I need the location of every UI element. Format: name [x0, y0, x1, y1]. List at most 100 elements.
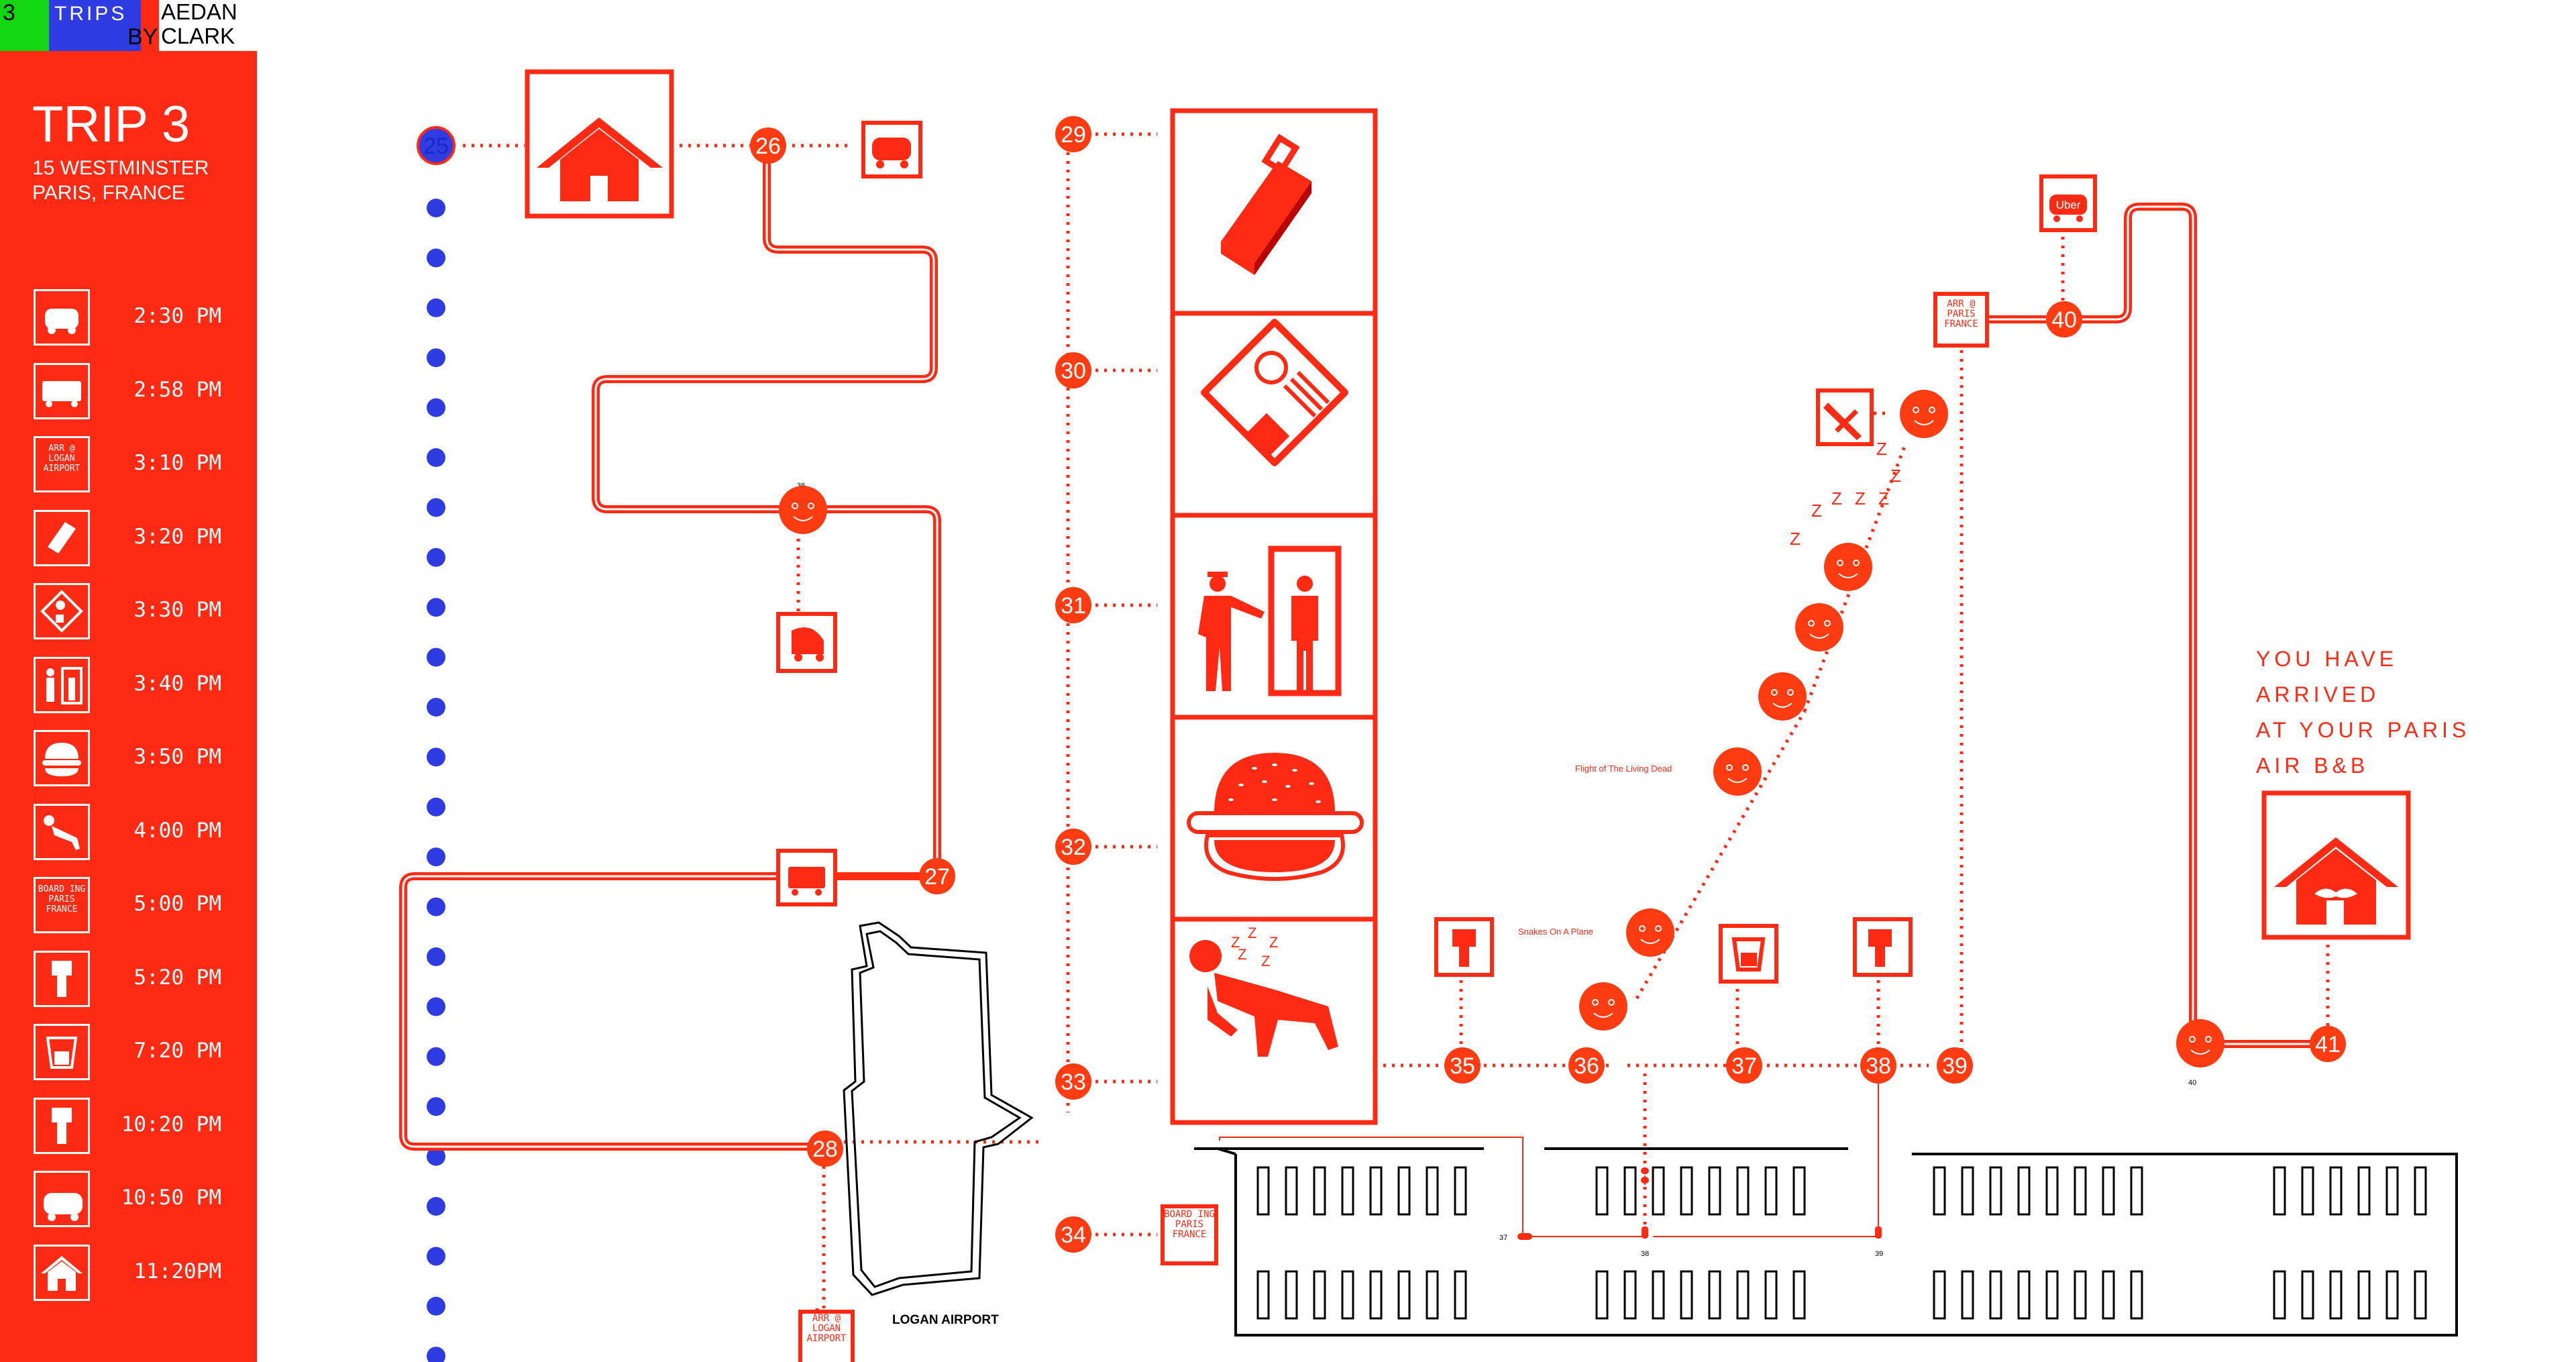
gate-seat	[1341, 1270, 1354, 1320]
timeline-item: 3:30 PM	[34, 583, 248, 643]
timeline-time: 5:00 PM	[133, 892, 221, 916]
sleep-zs: Z Z Z Z Z Z Z	[1790, 439, 1901, 549]
timeline-time: 3:40 PM	[133, 671, 221, 696]
boarding-label: BOARD ING PARIS FRANCE	[1164, 1209, 1215, 1240]
gate-seat	[1285, 1166, 1298, 1216]
timeline-time: 3:20 PM	[133, 524, 221, 549]
gate-seat	[1680, 1270, 1693, 1320]
step-marker-label: 31	[1061, 593, 1086, 619]
pass-scanner-icon	[34, 950, 90, 1007]
timeline-item: 7:20 PM	[34, 1024, 248, 1084]
zz2: Z	[1811, 501, 1822, 521]
gate-seat	[1652, 1270, 1665, 1320]
blue-dot	[427, 1247, 445, 1266]
step-marker-29	[1055, 116, 1091, 152]
small-box-labels: Uber	[2056, 199, 2081, 211]
uber-label: Uber	[2056, 199, 2081, 211]
z4: Z	[1238, 946, 1246, 963]
author-first: AEDAN	[161, 0, 237, 24]
gate-seat	[1285, 1270, 1298, 1320]
face-eye	[1742, 764, 1749, 771]
gate-seat	[1369, 1166, 1383, 1216]
blue-dot	[427, 1097, 445, 1116]
step-marker-39	[1937, 1047, 1973, 1084]
gate-seat	[1256, 1166, 1270, 1216]
start-house	[525, 69, 674, 219]
timeline-item: BOARD ING PARIS FRANCE 5:00 PM	[34, 877, 248, 937]
boarding-sign-icon: BOARD ING PARIS FRANCE	[34, 877, 90, 933]
timeline-time: 5:20 PM	[133, 965, 221, 990]
gate-seat	[1397, 1270, 1411, 1320]
timeline-item: 3:40 PM	[34, 656, 248, 717]
boarding-box	[1161, 1204, 1218, 1265]
zz7: Z	[1876, 439, 1887, 459]
timeline-item: 4:00 PM	[34, 803, 248, 864]
gate-seat	[1708, 1166, 1721, 1216]
gate-seat	[1961, 1166, 1974, 1216]
timeline-time: 11:20PM	[133, 1259, 221, 1284]
trip-title: TRIP 3	[32, 96, 191, 153]
gate-seat	[2102, 1166, 2115, 1216]
blue-dot	[427, 547, 445, 567]
face-mouth	[1727, 778, 1748, 783]
movie-flight: Flight of The Living Dead	[1575, 764, 1672, 774]
step-marker-label: 35	[1450, 1053, 1475, 1079]
timeline-item: 10:50 PM	[34, 1171, 248, 1231]
blue-dot	[427, 398, 445, 417]
gate-seat	[1764, 1166, 1778, 1216]
author-last: CLARK	[161, 23, 235, 48]
burger-icon	[34, 730, 90, 786]
face-eye	[1655, 925, 1662, 932]
face-eye	[1771, 689, 1778, 696]
gate-seat	[1961, 1270, 1974, 1320]
timeline-time: 2:58 PM	[133, 377, 221, 402]
pass-scanner-icon	[34, 1097, 90, 1154]
house-icon	[34, 1244, 90, 1301]
gate-seat	[2017, 1166, 2031, 1216]
red-swatch	[141, 0, 159, 51]
step-marker-28	[807, 1131, 843, 1167]
step-marker-label: 32	[1061, 835, 1086, 860]
gate-seat	[1736, 1166, 1750, 1216]
boarding-route	[1219, 1073, 1879, 1237]
step-marker-26	[750, 127, 786, 164]
face-mouth	[1914, 420, 1934, 425]
timeline-time: 3:50 PM	[133, 745, 221, 769]
gate-seat	[2301, 1270, 2314, 1320]
arrival-line-4: AIR B&B	[2256, 753, 2369, 778]
plane-box	[1816, 388, 1874, 446]
small-label-40: 40	[2188, 1079, 2196, 1087]
drink-icon	[34, 1024, 90, 1080]
sleeping-person-icon	[34, 803, 90, 860]
face-mouth	[1772, 702, 1792, 708]
gate-seat	[1792, 1270, 1806, 1320]
blue-dot	[427, 747, 445, 767]
zz1: Z	[1790, 529, 1801, 549]
gate-seat	[2301, 1166, 2314, 1216]
arr-logan-box	[798, 1310, 855, 1362]
gate-seat	[1623, 1166, 1637, 1216]
step-marker-label: 39	[1942, 1053, 1968, 1079]
gate-seat	[1595, 1270, 1609, 1320]
face-eye	[1608, 999, 1615, 1006]
passenger-face	[1795, 603, 1843, 651]
timeline-time: 2:30 PM	[133, 304, 221, 328]
gate-seat	[1256, 1270, 1270, 1320]
blue-dot	[427, 1197, 445, 1216]
blue-dot	[427, 897, 445, 916]
gate-seats	[1256, 1166, 2427, 1320]
gate-seat	[2414, 1166, 2427, 1216]
gate-seat	[2074, 1166, 2087, 1216]
sidebar: TRIP 3 15 WESTMINSTER PARIS, FRANCE 2:30…	[0, 51, 257, 1362]
step-marker-label: 36	[1574, 1053, 1599, 1079]
gate-seat	[1736, 1270, 1750, 1320]
gate-seat	[1426, 1270, 1439, 1320]
z1: Z	[1231, 934, 1240, 951]
face-eye	[1837, 560, 1843, 566]
z3: Z	[1269, 934, 1278, 951]
movie-labels: Snakes On A Plane Flight of The Living D…	[1518, 764, 1672, 937]
trips-label-text: TRIPS	[54, 3, 127, 25]
timeline-item: 2:58 PM	[34, 362, 248, 423]
step-marker-35	[1444, 1047, 1481, 1084]
